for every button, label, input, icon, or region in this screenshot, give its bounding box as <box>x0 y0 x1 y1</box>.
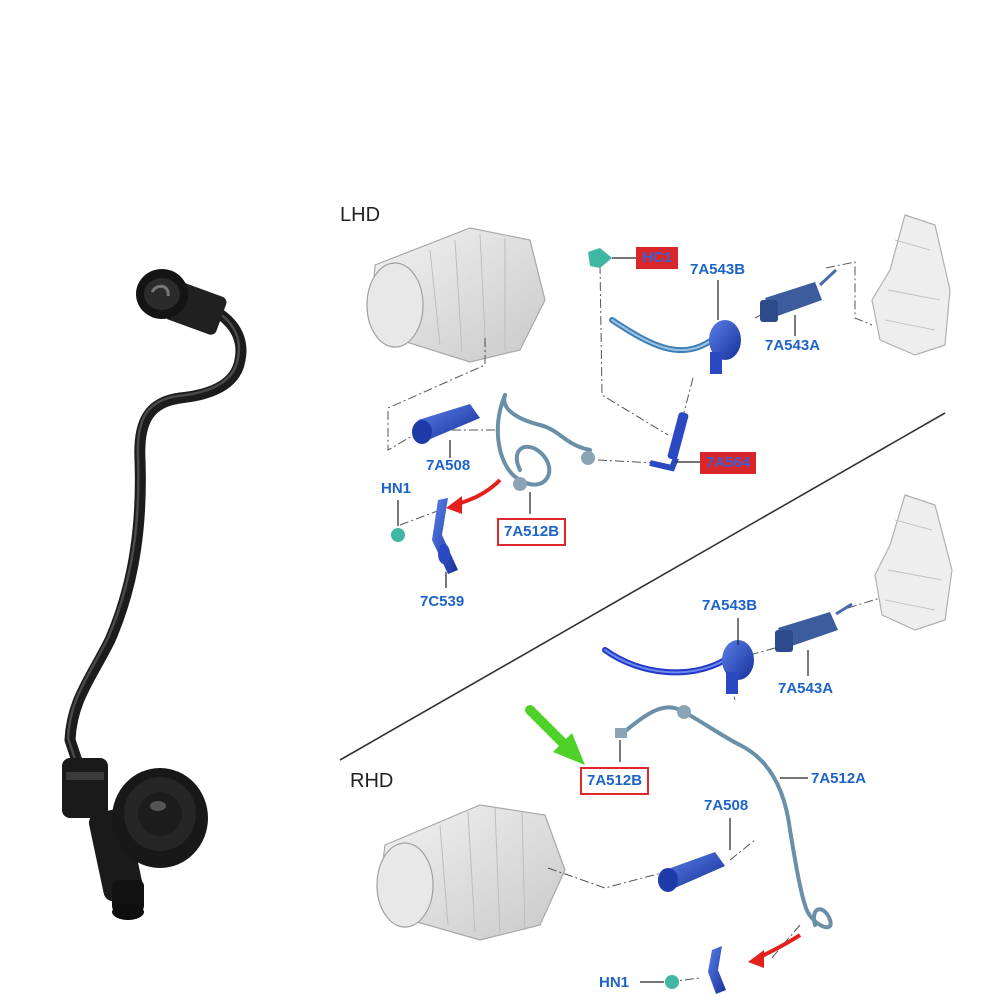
rhd-pedal-box-icon <box>874 494 953 631</box>
lhd-callout-leaders <box>397 257 796 588</box>
callout-rhd-7a512b: 7A512B <box>580 767 650 795</box>
lhd-clip-hc1 <box>588 248 612 268</box>
callout-lhd-hn1: HN1 <box>381 480 412 497</box>
lhd-line-7a564 <box>649 412 689 472</box>
lhd-pipes <box>495 317 715 487</box>
rhd-connector-7a512b <box>615 705 691 738</box>
section-title-lhd: LHD <box>340 204 381 226</box>
rhd-clutch-master-cylinder <box>775 602 853 652</box>
rhd-green-arrow <box>525 705 585 765</box>
lhd-clutch-master-cylinder <box>760 268 838 322</box>
callout-rhd-7a512a: 7A512A <box>811 770 867 787</box>
section-title-rhd: RHD <box>350 770 394 792</box>
rhd-clutch-pedal-icon <box>708 946 726 994</box>
rhd-red-arrow <box>748 933 802 968</box>
callout-rhd-7a543b: 7A543B <box>702 597 758 614</box>
rhd-callout-leaders <box>619 618 809 983</box>
rhd-slave-cylinder <box>658 852 725 892</box>
pulsation-damper <box>62 758 208 920</box>
callout-lhd-7a543b: 7A543B <box>690 261 746 278</box>
lhd-red-arrow <box>446 478 502 514</box>
rhd-transmission-icon <box>376 804 566 941</box>
callout-lhd-7c539: 7C539 <box>420 593 465 610</box>
clutch-line-photo <box>62 269 247 920</box>
callout-rhd-7a543a: 7A543A <box>778 680 834 697</box>
callout-rhd-7a508: 7A508 <box>704 797 749 814</box>
callout-lhd-7a512b: 7A512B <box>497 518 567 546</box>
top-quick-connector <box>136 269 227 335</box>
callout-lhd-7a564: 7A564 <box>700 452 757 474</box>
section-divider <box>339 412 946 761</box>
lhd-concentric-damper <box>709 320 741 374</box>
transmission-icon <box>366 227 546 363</box>
lhd-connector-7a512b <box>513 451 595 491</box>
lhd-clip-hn1 <box>391 528 405 542</box>
callout-lhd-hc1: HC1 <box>636 247 679 269</box>
callout-lhd-7a543a: 7A543A <box>765 337 821 354</box>
lhd-clutch-pedal-icon <box>432 498 458 574</box>
pedal-box-icon <box>871 214 951 356</box>
rhd-concentric-damper <box>722 640 754 694</box>
callout-rhd-hn1: HN1 <box>599 974 630 991</box>
rhd-clip-hn1 <box>665 975 679 989</box>
callout-lhd-7a508: 7A508 <box>426 457 471 474</box>
lhd-slave-cylinder <box>412 404 480 444</box>
